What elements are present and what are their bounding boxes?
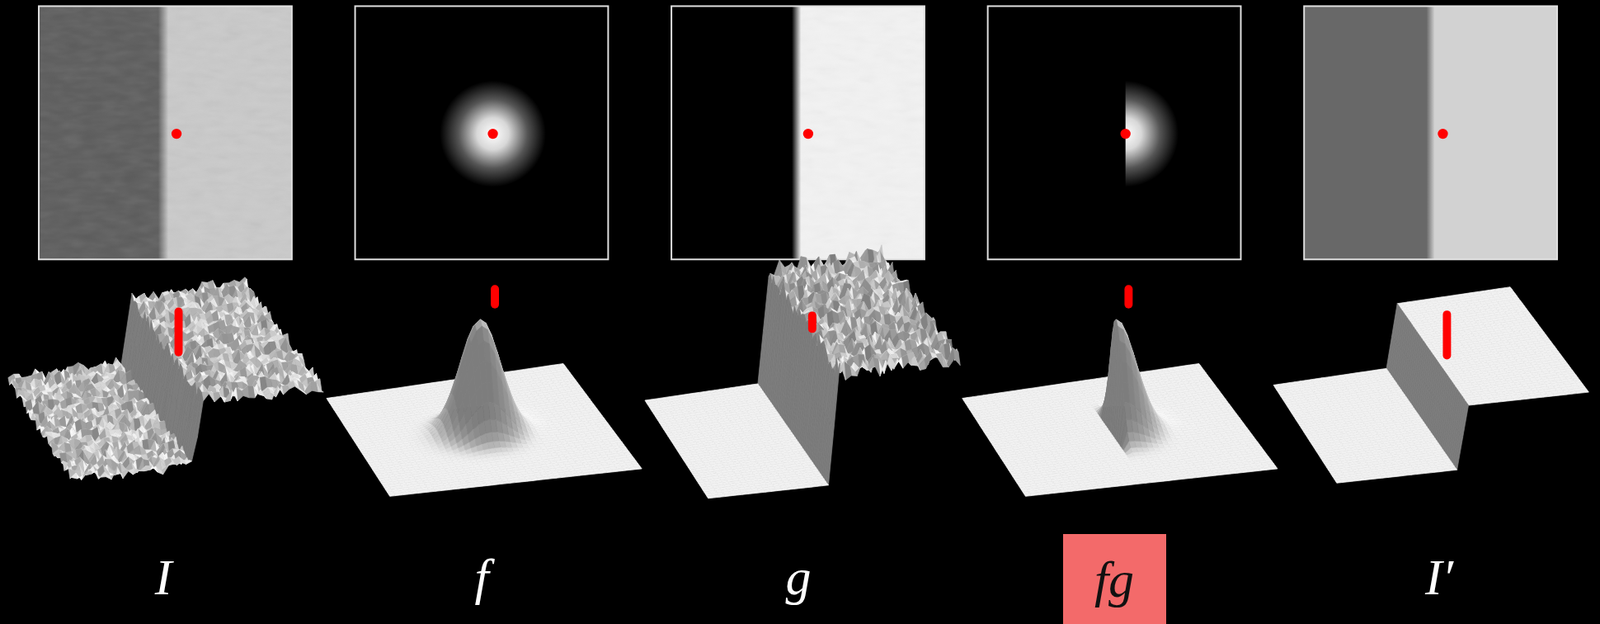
image-panel [988, 5, 1242, 259]
pixel-dot [803, 128, 814, 139]
pixel-dot [1120, 128, 1130, 139]
image-noise [38, 5, 292, 259]
surface-mesh [326, 319, 642, 496]
pixel-dot [487, 128, 498, 139]
surface-mesh [8, 277, 324, 480]
pixel-dot [1437, 128, 1448, 139]
height-surfaces [8, 244, 1589, 499]
pixel-dot [171, 128, 182, 139]
image-panel [1303, 5, 1558, 259]
